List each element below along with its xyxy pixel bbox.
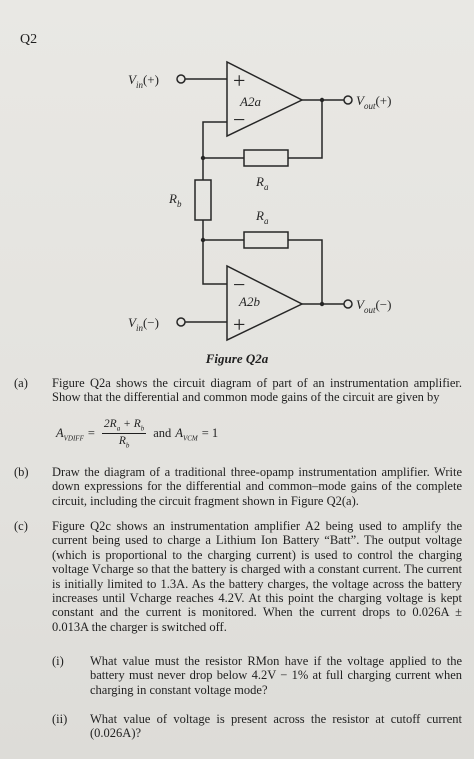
a-vcm: AVCM	[175, 425, 198, 443]
vin-plus-label: Vin(+)	[128, 72, 159, 90]
opamp-a2a-minus: −	[233, 107, 245, 132]
ra-bottom-label: Ra	[255, 208, 269, 226]
opamp-a2b-triangle	[226, 264, 304, 342]
resistor-ra-bottom	[243, 231, 289, 249]
circuit-diagram: A2a + − A2b − +	[128, 60, 391, 342]
part-a-text: Figure Q2a shows the circuit diagram of …	[52, 376, 462, 405]
part-c-i-label: (i)	[52, 654, 64, 668]
equals-2: = 1	[201, 426, 219, 441]
fraction-numerator: 2Ra + Rb	[101, 418, 147, 435]
part-b-label: (b)	[14, 465, 29, 479]
vin-minus-label: Vin(−)	[128, 315, 159, 333]
vin-minus-terminal	[176, 317, 186, 327]
resistor-ra-top	[243, 149, 289, 167]
opamp-a2b-minus: −	[233, 272, 245, 297]
vin-plus-terminal	[176, 74, 186, 84]
part-c-ii-label: (ii)	[52, 712, 68, 726]
part-a-label: (a)	[14, 376, 28, 390]
figure-caption: Figure Q2a	[205, 351, 269, 366]
ra-top-label: Ra	[255, 174, 269, 192]
vout-minus-terminal	[343, 299, 353, 309]
gain-equation: AVDIFF = 2Ra + Rb Rb and AVCM = 1	[56, 418, 218, 450]
vout-minus-label: Vout(−)	[356, 297, 391, 315]
question-number: Q2	[20, 32, 38, 47]
vout-plus-terminal	[343, 95, 353, 105]
equals-1: =	[87, 426, 95, 441]
opamp-a2b-plus: +	[233, 312, 245, 337]
vout-plus-label: Vout(+)	[356, 93, 391, 111]
and-word: and	[153, 426, 172, 441]
resistor-rb	[194, 179, 212, 221]
part-c-label: (c)	[14, 519, 28, 533]
opamp-a2a-triangle	[226, 60, 304, 138]
a-vdiff: AVDIFF	[56, 425, 84, 443]
opamp-a2a-label: A2a	[239, 94, 261, 109]
opamp-a2a-plus: +	[233, 68, 245, 93]
opamp-a2b-label: A2b	[238, 294, 260, 309]
part-b-text: Draw the diagram of a traditional three-…	[52, 465, 462, 508]
rb-label: Rb	[168, 191, 182, 209]
fraction-denominator: Rb	[118, 435, 130, 450]
gain-fraction: 2Ra + Rb Rb	[101, 418, 147, 450]
part-c-text: Figure Q2c shows an instrumentation ampl…	[52, 519, 462, 634]
part-c-ii-text: What value of voltage is present across …	[90, 712, 462, 741]
part-c-i-text: What value must the resistor RMon have i…	[90, 654, 462, 697]
